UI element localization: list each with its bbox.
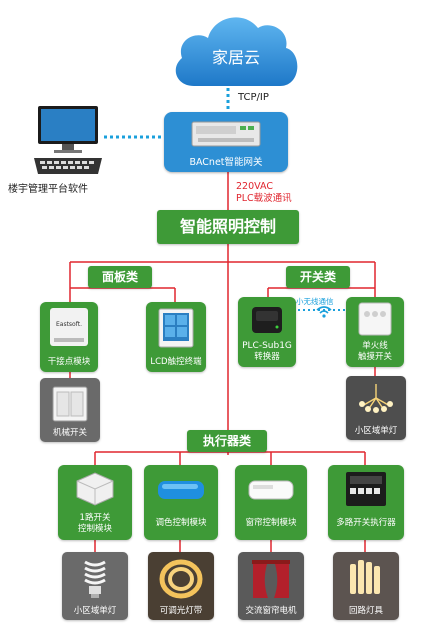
computer-label: 楼宇管理平台软件 bbox=[8, 184, 88, 195]
touch-switch-tile: 单火线 触摸开关 bbox=[346, 297, 404, 367]
cloud-label: 家居云 bbox=[211, 48, 260, 67]
mechanical-switch-photo: 机械开关 bbox=[40, 378, 100, 442]
multi-switch-label: 多路开关执行器 bbox=[336, 518, 396, 528]
main-title: 智能照明控制 bbox=[157, 210, 299, 244]
plc-sub1g-label-1: PLC-Sub1G bbox=[242, 341, 292, 351]
chandelier-icon bbox=[359, 384, 393, 413]
plc-sub1g-tile: PLC-Sub1G 转换器 bbox=[238, 297, 296, 367]
dry-contact-device: Eastsoft. bbox=[50, 308, 88, 346]
cloud-icon bbox=[175, 17, 298, 86]
mechanical-switch-label: 机械开关 bbox=[52, 428, 87, 438]
plc-converter-icon bbox=[252, 307, 282, 333]
circuit-lights-icon bbox=[350, 560, 380, 594]
led-strip-icon bbox=[159, 559, 203, 599]
curtain-control-module-tile: 窗帘控制模块 bbox=[235, 465, 307, 540]
led-strip-label: 可调光灯带 bbox=[159, 606, 203, 616]
color-module-icon bbox=[158, 481, 204, 499]
plc-label: 220VAC PLC载波通讯 bbox=[236, 181, 292, 205]
lcd-terminal-label: LCD触控终端 bbox=[150, 357, 202, 367]
led-strip-photo: 可调光灯带 bbox=[148, 552, 214, 620]
small-area-lamp-photo: 小区域单灯 bbox=[346, 376, 406, 440]
switch-module-icon bbox=[76, 472, 114, 506]
curtain-motor-photo: 交流窗帘电机 bbox=[238, 552, 304, 620]
color-control-module-tile: 调色控制模块 bbox=[144, 465, 218, 540]
mechanical-switch-icon bbox=[52, 386, 88, 422]
curtain-icon bbox=[252, 560, 290, 598]
switch-module-label-2: 控制模块 bbox=[77, 524, 112, 534]
dry-contact-module-tile: Eastsoft. 干接点模块 bbox=[40, 302, 98, 372]
circuit-lights-photo: 回路灯具 bbox=[333, 552, 399, 620]
circuit-lights-label: 回路灯具 bbox=[348, 606, 383, 616]
multi-switch-actuator-icon bbox=[346, 472, 386, 506]
multi-switch-actuator-tile: 多路开关执行器 bbox=[328, 465, 404, 540]
computer-icon bbox=[34, 106, 102, 174]
actuator-group-title: 执行器类 bbox=[187, 430, 267, 452]
device-brand-text: Eastsoft. bbox=[55, 321, 82, 328]
gateway-label: BACnet智能网关 bbox=[189, 157, 263, 168]
curtain-module-icon bbox=[248, 480, 294, 500]
spiral-bulb-icon bbox=[84, 560, 106, 598]
color-module-label: 调色控制模块 bbox=[155, 518, 207, 528]
gateway-box: BACnet智能网关 bbox=[164, 112, 288, 172]
touch-switch-label-1: 单火线 bbox=[362, 341, 388, 351]
curtain-module-label: 窗帘控制模块 bbox=[245, 518, 297, 528]
wifi-icon bbox=[316, 306, 332, 318]
switch-group-title: 开关类 bbox=[286, 266, 350, 288]
plc-line-1: 220VAC bbox=[236, 181, 273, 192]
curtain-motor-label: 交流窗帘电机 bbox=[245, 606, 297, 616]
tcp-ip-label: TCP/IP bbox=[238, 92, 269, 103]
plc-sub1g-label-2: 转换器 bbox=[254, 352, 280, 362]
wireless-label: 小无线通信 bbox=[296, 297, 334, 306]
switch-control-module-tile: 1路开关 控制模块 bbox=[58, 465, 132, 540]
spiral-bulb-label: 小区域单灯 bbox=[73, 606, 117, 616]
lcd-terminal-icon bbox=[158, 308, 194, 348]
spiral-bulb-photo: 小区域单灯 bbox=[62, 552, 128, 620]
plc-line-2: PLC载波通讯 bbox=[236, 193, 292, 204]
lcd-terminal-tile: LCD触控终端 bbox=[146, 302, 206, 372]
switch-module-label-1: 1路开关 bbox=[79, 513, 111, 523]
small-area-lamp-label: 小区域单灯 bbox=[354, 426, 398, 436]
panel-group-title: 面板类 bbox=[88, 266, 152, 288]
gateway-device-icon bbox=[191, 121, 261, 147]
touch-switch-icon bbox=[358, 302, 392, 336]
touch-switch-label-2: 触摸开关 bbox=[357, 352, 392, 362]
dry-contact-label: 干接点模块 bbox=[47, 357, 91, 367]
